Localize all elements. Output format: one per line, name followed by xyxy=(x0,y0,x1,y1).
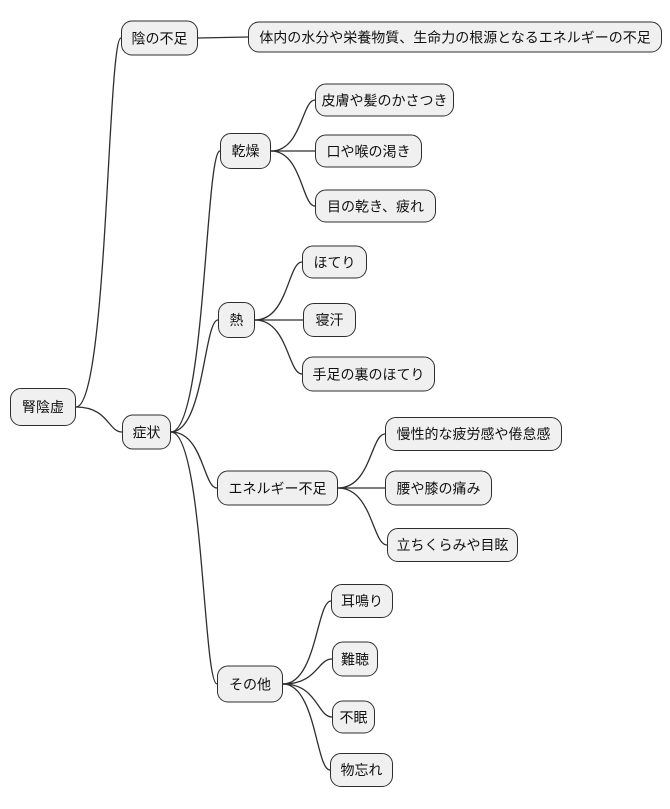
node-dryness: 乾燥 xyxy=(220,133,271,169)
node-heat: 熱 xyxy=(218,302,255,338)
node-tinnitus: 耳鳴り xyxy=(331,584,393,618)
node-dry-skin-hair: 皮膚や髪のかさつき xyxy=(315,83,454,117)
edge-root-symptoms xyxy=(75,406,123,433)
edge-heat-heat_flush xyxy=(254,261,303,321)
node-symptoms-label: 症状 xyxy=(132,424,161,440)
node-dry-eyes: 目の乾き、疲れ xyxy=(315,189,436,223)
node-root: 腎陰虚 xyxy=(10,388,76,426)
node-hot-flush-label: ほてり xyxy=(313,254,356,270)
node-yin-shortage-label: 陰の不足 xyxy=(131,30,188,46)
edge-dry-dry_skin xyxy=(270,99,316,152)
node-dry-eyes-label: 目の乾き、疲れ xyxy=(326,198,425,214)
node-energy-shortage: エネルギー不足 xyxy=(217,470,338,506)
node-hearing-loss: 難聴 xyxy=(332,641,378,677)
node-energy-shortage-label: エネルギー不足 xyxy=(228,480,327,496)
node-back-knee-pain-label: 腰や膝の痛み xyxy=(396,480,481,496)
node-night-sweat-label: 寝汗 xyxy=(315,312,344,328)
node-dry-mouth-throat-label: 口や喉の渇き xyxy=(326,143,411,159)
node-hot-flush: ほてり xyxy=(302,245,367,279)
node-insomnia: 不眠 xyxy=(332,700,375,734)
edge-energy-energy_dizzy xyxy=(337,487,388,546)
node-hot-palms-soles-label: 手足の裏のほてり xyxy=(312,366,425,382)
node-chronic-fatigue: 慢性的な疲労感や倦怠感 xyxy=(385,417,562,451)
node-dry-mouth-throat: 口や喉の渇き xyxy=(315,134,422,168)
node-hearing-loss-label: 難聴 xyxy=(341,651,369,667)
node-yin-description-label: 体内の水分や栄養物質、生命力の根源となるエネルギーの不足 xyxy=(259,29,651,45)
node-back-knee-pain: 腰や膝の痛み xyxy=(385,470,492,506)
node-night-sweat: 寝汗 xyxy=(303,303,356,337)
node-dizziness: 立ちくらみや目眩 xyxy=(387,528,518,562)
edge-symptoms-heat xyxy=(170,319,219,433)
node-yin-description: 体内の水分や栄養物質、生命力の根源となるエネルギーの不足 xyxy=(248,21,662,53)
edge-root-yin xyxy=(75,37,122,408)
edge-symptoms-other xyxy=(170,431,218,685)
node-tinnitus-label: 耳鳴り xyxy=(341,593,383,609)
edge-heat-heat_soles xyxy=(254,319,303,375)
node-forgetfulness: 物忘れ xyxy=(330,753,393,787)
edge-yin-yin_desc xyxy=(197,36,249,39)
edge-energy-energy_fatigue xyxy=(337,433,386,489)
node-insomnia-label: 不眠 xyxy=(339,709,368,725)
node-symptoms: 症状 xyxy=(122,414,171,450)
node-dryness-label: 乾燥 xyxy=(231,143,260,159)
edge-symptoms-dry xyxy=(170,150,221,433)
node-others: その他 xyxy=(217,665,283,703)
node-heat-label: 熱 xyxy=(229,312,244,328)
edge-dry-dry_eyes xyxy=(270,150,316,207)
node-hot-palms-soles: 手足の裏のほてり xyxy=(302,356,435,392)
edge-other-other_memory xyxy=(282,683,331,771)
edge-symptoms-energy xyxy=(170,431,218,489)
node-others-label: その他 xyxy=(229,676,271,692)
edge-other-other_tinnitus xyxy=(282,600,332,685)
edge-other-other_insomnia xyxy=(282,683,333,718)
node-chronic-fatigue-label: 慢性的な疲労感や倦怠感 xyxy=(396,426,551,442)
node-dry-skin-hair-label: 皮膚や髪のかさつき xyxy=(321,92,448,108)
node-dizziness-label: 立ちくらみや目眩 xyxy=(396,537,509,553)
edge-other-other_hearing xyxy=(282,658,333,685)
node-forgetfulness-label: 物忘れ xyxy=(340,762,383,778)
node-yin-shortage: 陰の不足 xyxy=(121,20,198,56)
node-root-label: 腎陰虚 xyxy=(22,399,64,415)
